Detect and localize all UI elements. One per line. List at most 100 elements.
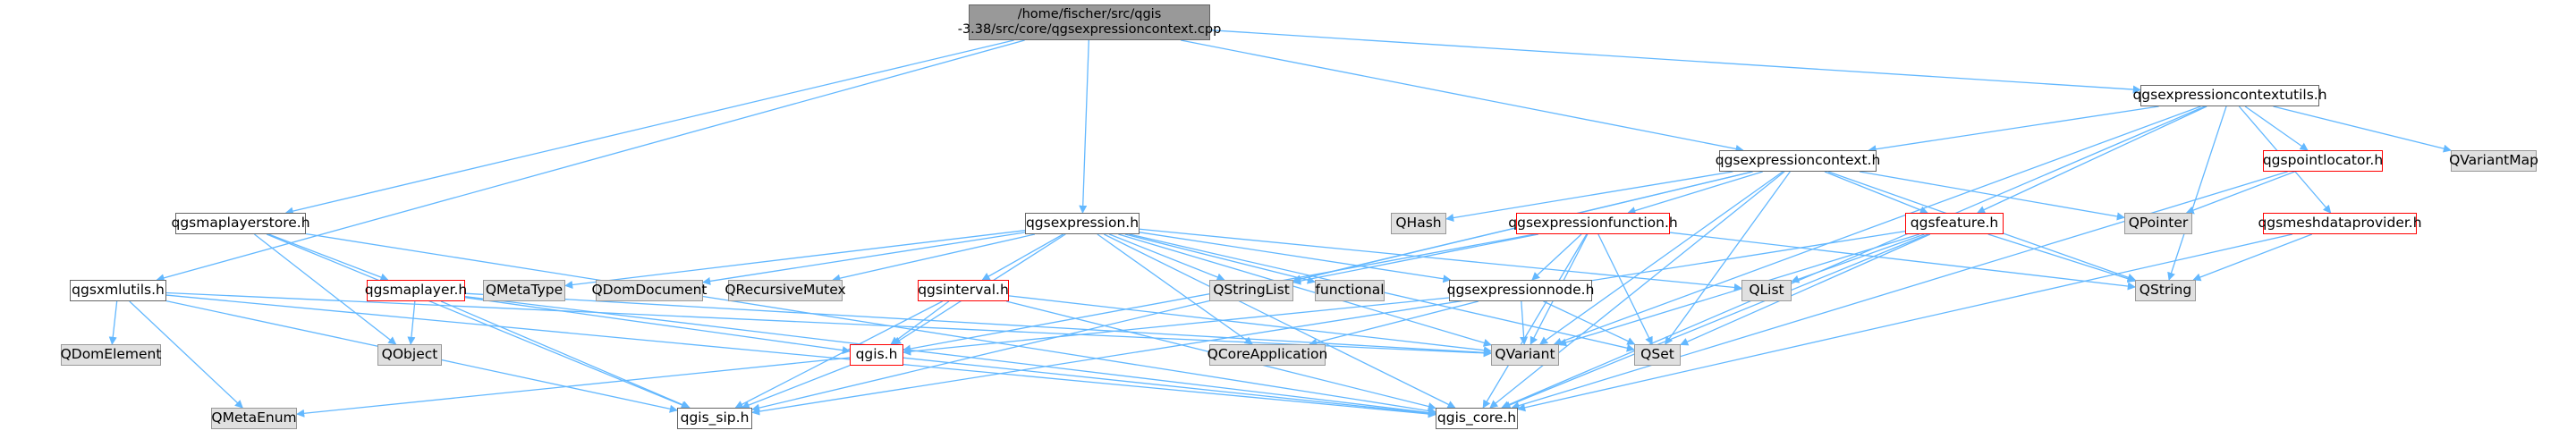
node-qdomdocument[interactable]: QDomDocument bbox=[591, 280, 708, 301]
node-label: QString bbox=[2139, 282, 2192, 299]
node-qgsexpression-h[interactable]: qgsexpression.h bbox=[1025, 213, 1140, 234]
edge-qgsmaplayerstore_h-to-qgsmaplayer_h bbox=[268, 233, 389, 282]
edge-qgsexpressioncontextutils_h-to-QVariant bbox=[1553, 106, 2201, 346]
focus-node-label: /home/fischer/src/qgis -3.38/src/core/qg… bbox=[957, 7, 1222, 37]
node-label: qgsmeshdataprovider.h bbox=[2258, 215, 2422, 232]
node-label: qgsexpression.h bbox=[1025, 215, 1140, 232]
edge-qgsexpression_h-to-QRecursiveMutex bbox=[832, 233, 1036, 283]
edge-qgsexpression_h-to-QCoreApplication bbox=[1097, 233, 1253, 345]
edge-qgsexpressioncontextutils_h-to-QString bbox=[2167, 106, 2227, 281]
node-qgis-sip-h[interactable]: qgis_sip.h bbox=[677, 408, 752, 429]
edge-focus-to-qgsexpression_h bbox=[1079, 39, 1089, 214]
edge-qgsexpressioncontextutils_h-to-QVariantMap bbox=[2273, 106, 2452, 153]
edge-focus-to-qgsxmlutils_h bbox=[156, 39, 1025, 283]
node-qlist[interactable]: QList bbox=[1741, 280, 1792, 301]
node-qset[interactable]: QSet bbox=[1634, 344, 1681, 366]
node-label: QDomDocument bbox=[591, 282, 708, 299]
node-label: QMetaEnum bbox=[211, 409, 297, 426]
node-qgsexpressioncontextutils-h[interactable]: qgsexpressioncontextutils.h bbox=[2132, 85, 2327, 106]
edge-qgsmaplayer_h-to-qgis_core_h bbox=[464, 295, 1436, 417]
edge-qgsexpressioncontext_h-to-QHash bbox=[1445, 171, 1733, 223]
edge-qgsexpressioncontext_h-to-qgis_core_h bbox=[1489, 171, 1785, 409]
node-label: qgis_sip.h bbox=[680, 409, 750, 426]
edge-qgsfeature_h-to-QString bbox=[1987, 233, 2136, 283]
edge-qgsexpression_h-to-QDomDocument bbox=[702, 232, 1026, 285]
edge-qgsexpression_h-to-QMetaType bbox=[564, 230, 1026, 290]
edge-qgsexpressionnode_h-to-QSet bbox=[1543, 300, 1636, 345]
node-qstring[interactable]: QString bbox=[2135, 280, 2196, 301]
edge-qgsexpressioncontextutils_h-to-qgsfeature_h bbox=[1977, 106, 2207, 214]
edge-qgsexpressionfunction_h-to-qgis_core_h bbox=[1482, 233, 1588, 409]
node-label: qgspointlocator.h bbox=[2262, 152, 2384, 169]
node-qpointer[interactable]: QPointer bbox=[2124, 213, 2192, 234]
edge-qgsmeshdataprovider_h-to-qgis_core_h bbox=[1517, 233, 2293, 412]
node-qgis-h[interactable]: qgis.h bbox=[850, 344, 903, 366]
edge-qgsexpressionfunction_h-to-QSet bbox=[1597, 233, 1653, 345]
edge-qgsexpressionfunction_h-to-QString bbox=[1669, 232, 2136, 291]
edge-qgsexpression_h-to-qgsexpressionnode_h bbox=[1139, 232, 1452, 283]
node-label: qgsmaplayerstore.h bbox=[171, 215, 310, 232]
edge-qgsexpressionfunction_h-to-qgsexpressionnode_h bbox=[1531, 233, 1582, 281]
node-label: qgsexpressionfunction.h bbox=[1508, 215, 1678, 232]
node-qgsexpressionfunction-h[interactable]: qgsexpressionfunction.h bbox=[1508, 213, 1678, 234]
edge-qgsxmlutils_h-to-qgis_core_h bbox=[165, 294, 1436, 418]
edge-qgsexpressionnode_h-to-qgis_h bbox=[902, 297, 1450, 356]
edge-qgis_h-to-qgis_sip_h bbox=[741, 365, 851, 409]
edge-qgsexpression_h-to-QVariant bbox=[1118, 233, 1492, 347]
edge-qgsxmlutils_h-to-QMetaEnum bbox=[129, 300, 243, 409]
focus-node-qgsexpressioncontext-cpp: /home/fischer/src/qgis -3.38/src/core/qg… bbox=[958, 4, 1221, 40]
node-qgis-core-h[interactable]: qgis_core.h bbox=[1436, 408, 1518, 429]
edge-qgsinterval_h-to-qgis_sip_h bbox=[734, 300, 943, 409]
node-label: QVariant bbox=[1495, 346, 1555, 363]
edge-qgsexpressionnode_h-to-QVariant bbox=[1520, 300, 1529, 345]
node-label: QStringList bbox=[1213, 282, 1290, 299]
node-qgsfeature-h[interactable]: qgsfeature.h bbox=[1905, 213, 2004, 234]
edge-qgsexpressioncontext_h-to-QPointer bbox=[1859, 171, 2125, 221]
node-qobject[interactable]: QObject bbox=[377, 344, 442, 366]
node-qgsmaplayerstore-h[interactable]: qgsmaplayerstore.h bbox=[171, 213, 310, 234]
node-qstringlist[interactable]: QStringList bbox=[1209, 280, 1293, 301]
edge-qgsfeature_h-to-QList bbox=[1791, 233, 1925, 283]
node-qrecursivemutex[interactable]: QRecursiveMutex bbox=[724, 280, 846, 301]
edge-focus-to-qgsexpressioncontext_h bbox=[1181, 39, 1744, 153]
node-qmetatype[interactable]: QMetaType bbox=[483, 280, 565, 301]
node-qgsexpressionnode-h[interactable]: qgsexpressionnode.h bbox=[1447, 280, 1594, 301]
node-qdomelement[interactable]: QDomElement bbox=[61, 344, 161, 366]
edge-qgsfeature_h-to-qgis_sip_h bbox=[751, 231, 1906, 416]
edge-qgsinterval_h-to-QVariant bbox=[1008, 295, 1492, 355]
node-qmetaenum[interactable]: QMetaEnum bbox=[211, 408, 297, 429]
edge-qgsmaplayer_h-to-QObject bbox=[407, 300, 416, 345]
node-qcoreapplication[interactable]: QCoreApplication bbox=[1207, 344, 1328, 366]
node-qvariantmap[interactable]: QVariantMap bbox=[2449, 150, 2538, 172]
node-qgsexpressioncontext-h[interactable]: qgsexpressioncontext.h bbox=[1716, 150, 1880, 172]
node-label: functional bbox=[1315, 282, 1385, 299]
edge-qgsexpression_h-to-functional bbox=[1124, 233, 1316, 284]
edge-qgsfeature_h-to-QSet bbox=[1680, 233, 1931, 346]
node-qvariant[interactable]: QVariant bbox=[1491, 344, 1559, 366]
edge-qgsmeshdataprovider_h-to-QString bbox=[2192, 233, 2313, 282]
node-label: QCoreApplication bbox=[1207, 346, 1328, 363]
node-label: QMetaType bbox=[485, 282, 564, 299]
edge-qgsxmlutils_h-to-QDomElement bbox=[108, 300, 118, 345]
node-label: qgis.h bbox=[855, 346, 898, 363]
node-qgsxmlutils-h[interactable]: qgsxmlutils.h bbox=[70, 280, 166, 301]
edge-qgsexpressioncontext_h-to-QVariant bbox=[1539, 171, 1784, 345]
node-qgspointlocator-h[interactable]: qgspointlocator.h bbox=[2263, 150, 2383, 172]
node-qgsmeshdataprovider-h[interactable]: qgsmeshdataprovider.h bbox=[2258, 213, 2422, 234]
edge-qgsexpressioncontextutils_h-to-qgsexpressioncontext_h bbox=[1868, 106, 2159, 154]
edge-focus-to-qgsmaplayerstore_h bbox=[284, 39, 1014, 215]
node-qgsinterval-h[interactable]: qgsinterval.h bbox=[918, 280, 1009, 301]
node-functional[interactable]: functional bbox=[1315, 280, 1385, 301]
edge-qgsexpressionnode_h-to-QCoreApplication bbox=[1309, 300, 1479, 347]
node-label: QSet bbox=[1640, 346, 1674, 363]
node-qgsmaplayer-h[interactable]: qgsmaplayer.h bbox=[364, 280, 468, 301]
edge-qgsxmlutils_h-to-QVariant bbox=[165, 291, 1492, 358]
node-label: QVariantMap bbox=[2449, 152, 2538, 169]
node-label: qgsexpressioncontextutils.h bbox=[2132, 87, 2327, 104]
node-label: QList bbox=[1749, 282, 1784, 299]
node-label: qgsmaplayer.h bbox=[364, 282, 468, 299]
node-label: qgsxmlutils.h bbox=[72, 282, 165, 299]
edge-qgsexpression_h-to-QList bbox=[1139, 228, 1742, 291]
node-qhash[interactable]: QHash bbox=[1391, 213, 1446, 234]
node-label: qgis_core.h bbox=[1436, 409, 1517, 426]
